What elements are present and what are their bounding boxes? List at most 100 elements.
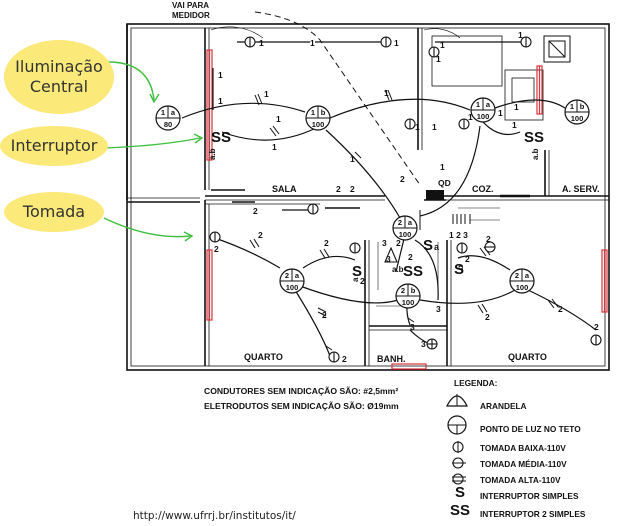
note-conductors: CONDUTORES SEM INDICAÇÃO SÃO: #2,5mm²: [204, 386, 399, 396]
svg-text:3: 3: [386, 254, 391, 264]
light-circuit: 2: [401, 286, 405, 295]
svg-text:3: 3: [421, 339, 426, 349]
svg-text:1: 1: [394, 38, 399, 48]
single-switch-icon: S: [455, 484, 466, 501]
callout-outlet: Tomada: [4, 192, 104, 232]
svg-text:1: 1: [218, 70, 223, 80]
light-circuit: 2: [515, 271, 519, 280]
low-outlet-icon: [458, 118, 470, 130]
svg-text:2: 2: [342, 354, 347, 364]
light-power: 100: [402, 298, 415, 307]
switch-letter: a: [434, 242, 440, 252]
light-circuit: 1: [476, 100, 480, 109]
svg-text:2: 2: [486, 234, 491, 244]
switch-letter: a: [351, 277, 360, 282]
svg-text:1: 1: [384, 88, 389, 98]
walls: [126, 23, 610, 371]
svg-text:2: 2: [214, 244, 219, 254]
svg-text:1: 1: [218, 96, 223, 106]
light-power: 100: [477, 112, 490, 121]
high-outlet-icon: [426, 338, 438, 350]
svg-text:3: 3: [382, 238, 387, 248]
legend-label: PONTO DE LUZ NO TETO: [480, 424, 581, 434]
low-outlet-icon: [452, 441, 464, 453]
svg-text:2: 2: [396, 238, 401, 248]
svg-text:3: 3: [410, 322, 415, 332]
single-switch-icon: S: [352, 263, 362, 280]
low-outlet-icon: [244, 36, 256, 48]
svg-text:1: 1: [436, 54, 441, 64]
switches: SS SS SS S S S a a.b a.b a.b b a: [208, 129, 544, 282]
svg-text:1: 1: [264, 89, 269, 99]
switch-ab-label: a.b: [392, 265, 404, 274]
svg-text:1: 1: [415, 122, 420, 132]
mid-outlet-icon: [484, 241, 496, 253]
low-outlet-icon: [380, 36, 392, 48]
light-switch-letter: a: [295, 271, 300, 280]
double-switch-icon: SS: [524, 129, 544, 146]
source-url[interactable]: http://www.ufrrj.br/institutos/it/: [133, 510, 296, 522]
windows: [206, 49, 608, 370]
double-switch-icon: SS: [450, 502, 471, 519]
stove-icon: [543, 35, 571, 63]
low-outlet-icon: [590, 334, 602, 346]
legend-label: TOMADA MÉDIA-110V: [480, 459, 567, 469]
double-switch-icon: SS: [403, 263, 423, 280]
svg-text:2: 2: [360, 276, 365, 286]
note-conduits: ELETRODUTOS SEM INDICAÇÃO SÃO: Ø19mm: [204, 401, 399, 411]
single-switch-icon: S: [423, 237, 433, 254]
svg-text:1: 1: [440, 162, 445, 172]
light-switch-letter: b: [321, 108, 326, 117]
svg-text:1: 1: [468, 112, 473, 122]
svg-text:1: 1: [518, 30, 523, 40]
svg-text:1: 1: [440, 40, 445, 50]
low-outlet-icon: [328, 351, 340, 363]
callout-switch: Interruptor: [0, 126, 108, 166]
light-circuit: 1: [161, 108, 165, 117]
svg-text:2: 2: [324, 238, 329, 248]
low-outlet-icon: [520, 36, 532, 48]
meter-route: [254, 11, 421, 186]
room-label-quarto-right: QUARTO: [508, 352, 547, 362]
legend-label: INTERRUPTOR 2 SIMPLES: [480, 509, 586, 519]
low-outlet-icon: [349, 242, 361, 254]
light-circuit: 2: [285, 271, 289, 280]
light-switch-letter: b: [580, 102, 585, 111]
light-power: 100: [312, 120, 325, 129]
ceiling-light-icon: [447, 415, 467, 435]
legend-title: LEGENDA:: [454, 378, 498, 388]
single-switch-icon: S: [454, 261, 464, 278]
svg-text:1: 1: [259, 38, 264, 48]
light-switch-letter: b: [411, 286, 416, 295]
light-power: 100: [286, 283, 299, 292]
wall-lamp-icon: [384, 246, 398, 263]
svg-text:1: 1: [514, 102, 519, 112]
light-power: 100: [399, 230, 412, 239]
light-power: 80: [164, 120, 172, 129]
light-switch-letter: a: [408, 218, 413, 227]
light-circuit: 1: [570, 102, 574, 111]
switch-letter: b: [456, 265, 465, 270]
svg-text:1: 1: [310, 38, 315, 48]
legend-label: TOMADA ALTA-110V: [480, 475, 561, 485]
wall-lamp-icon: [446, 394, 468, 407]
svg-text:2: 2: [336, 184, 341, 194]
low-outlet-icon: [456, 242, 468, 254]
svg-text:2: 2: [258, 230, 263, 240]
legend-label: INTERRUPTOR SIMPLES: [480, 491, 579, 501]
double-switch-icon: SS: [211, 129, 231, 146]
distribution-panel: QD 1 2 3: [424, 178, 468, 240]
low-outlet-icon: [209, 231, 221, 243]
panel-label: QD: [438, 178, 451, 188]
svg-text:1: 1: [512, 120, 517, 130]
legend-label: TOMADA BAIXA-110V: [480, 443, 566, 453]
